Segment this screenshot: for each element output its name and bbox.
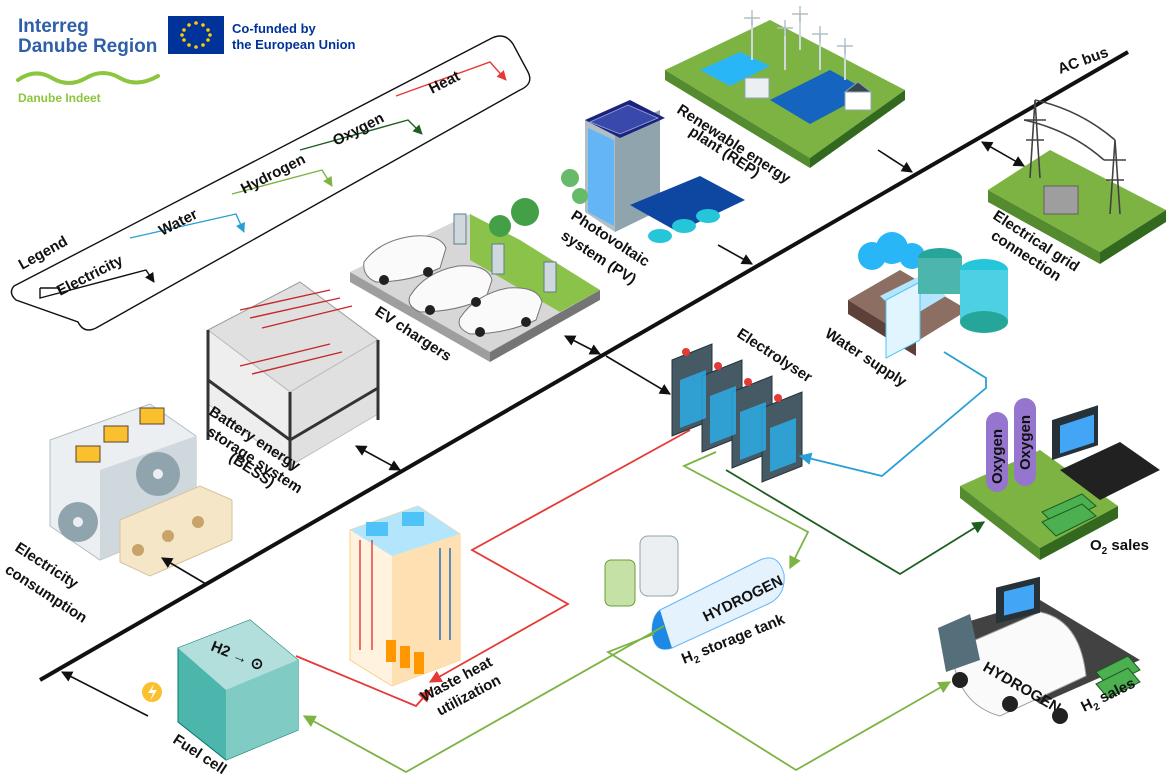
danube-wave-icon bbox=[16, 71, 160, 85]
grid-connection-illustration bbox=[988, 99, 1166, 264]
eu-flag-icon bbox=[168, 16, 224, 54]
pv-building-illustration bbox=[561, 100, 745, 243]
storage-to-h2sales-arrow bbox=[606, 633, 952, 772]
bus-to-consumption-arrow bbox=[161, 557, 207, 585]
eu-line2: the European Union bbox=[232, 37, 356, 52]
project-name: Danube Indeet bbox=[18, 91, 101, 105]
electricity-flows bbox=[61, 141, 1025, 717]
h2-sales-illustration: HYDROGEN bbox=[938, 576, 1141, 724]
bess-illustration bbox=[206, 281, 380, 470]
oxygen-flow bbox=[725, 469, 986, 576]
label-o2-sales: O2 sales bbox=[1090, 537, 1149, 557]
ev-chargers-illustration bbox=[350, 198, 600, 362]
electrolyser-to-wasteheat-arrow bbox=[428, 429, 691, 683]
label-electrolyser: Electrolyser bbox=[734, 325, 815, 386]
water-flow bbox=[798, 351, 987, 477]
rep-to-bus-arrow bbox=[877, 149, 913, 173]
hydrogen-flows bbox=[302, 451, 952, 774]
bess-bus-arrow bbox=[355, 445, 401, 471]
svg-text:Electrolyser: Electrolyser bbox=[734, 325, 815, 386]
grid-bus-arrow bbox=[981, 141, 1025, 167]
consumption-illustration bbox=[49, 403, 233, 577]
o2-sales-illustration: Oxygen Oxygen bbox=[960, 398, 1160, 560]
eu-line1: Co-funded by bbox=[232, 21, 317, 36]
water-to-electrolyser-arrow bbox=[798, 351, 987, 477]
interreg-logo: Interreg Danube Region bbox=[18, 16, 157, 57]
storage-to-fuelcell-arrow bbox=[302, 625, 665, 774]
water-supply-illustration bbox=[848, 232, 1008, 359]
waste-heat-illustration bbox=[349, 505, 461, 687]
pv-to-bus-arrow bbox=[717, 244, 753, 265]
programme-line2: Danube Region bbox=[18, 36, 157, 57]
ac-bus-line bbox=[39, 50, 1129, 682]
oxygen-cylinder-label-2: Oxygen bbox=[1017, 415, 1034, 470]
ac-bus-label: AC bus bbox=[1056, 44, 1111, 78]
ev-bus-arrow bbox=[564, 335, 601, 355]
fuelcell-to-bus-arrow bbox=[61, 671, 149, 717]
electrolyser-to-o2sales-arrow bbox=[725, 469, 986, 576]
label-consumption: Electricity consumption bbox=[2, 539, 90, 627]
electrolyser-illustration bbox=[671, 343, 803, 483]
svg-text:O2 sales: O2 sales bbox=[1090, 537, 1149, 557]
fuelcell-to-wasteheat-arrow bbox=[295, 655, 431, 708]
renewable-plant-illustration bbox=[665, 6, 905, 168]
oxygen-cylinder-label-1: Oxygen bbox=[989, 429, 1006, 484]
electrolyser-to-storage-arrow bbox=[681, 451, 810, 570]
bus-to-electrolyser-arrow bbox=[605, 355, 671, 395]
fuel-cell-illustration: H2 → ⊙ bbox=[142, 619, 299, 761]
heat-flows bbox=[295, 429, 691, 708]
programme-line1: Interreg bbox=[18, 16, 89, 37]
